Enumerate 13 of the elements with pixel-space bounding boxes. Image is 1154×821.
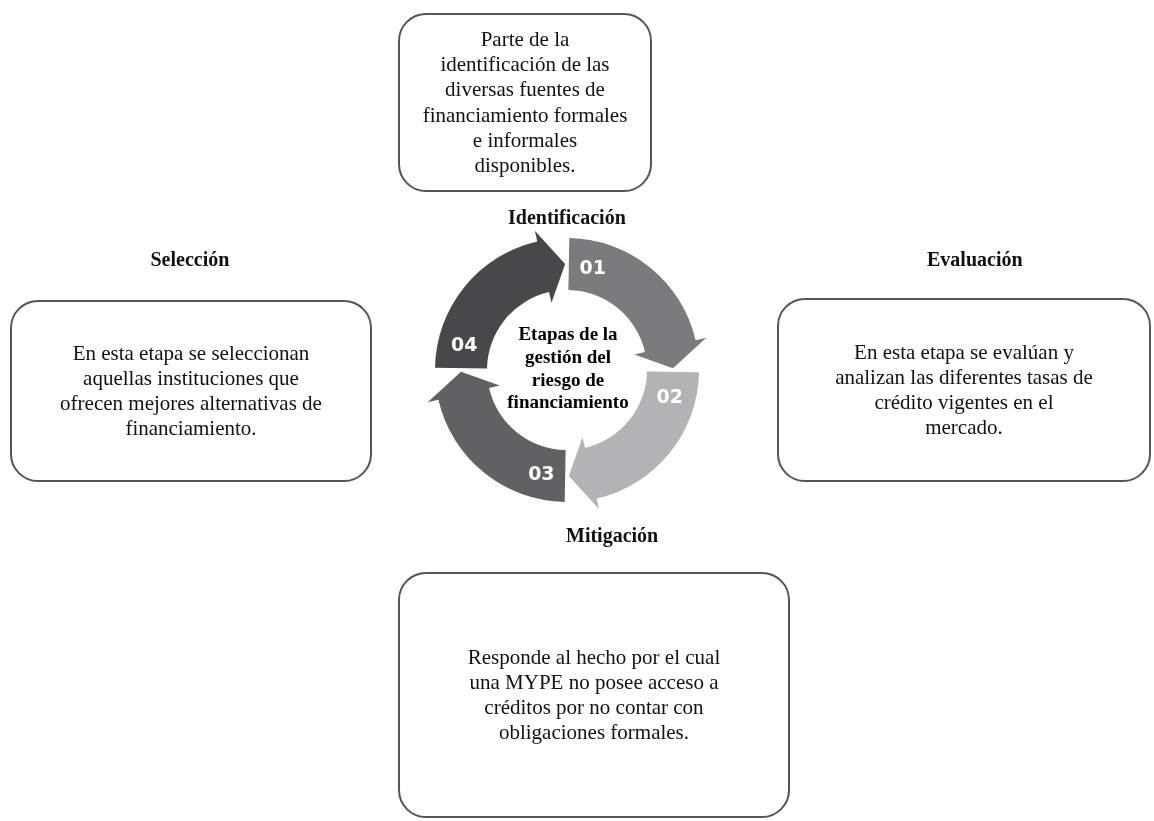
text-box: Parte de la identificación de las diversas fuentes de financiamiento formales e informales disponibles. <box>398 13 652 192</box>
stage-heading: Evaluación <box>927 248 1023 271</box>
text-box: En esta etapa se seleccionan aquellas instituciones que ofrecen mejores alternativas de financiamiento. <box>10 300 372 482</box>
text-box: En esta etapa se evalúan y analizan las diferentes tasas de crédito vigentes en el mercado. <box>777 298 1151 482</box>
step-number: 01 <box>579 256 606 279</box>
stage-heading: Identificación <box>508 206 626 229</box>
step-number: 02 <box>656 384 684 407</box>
text-box: Responde al hecho por el cual una MYPE no posee acceso a créditos por no contar con obligaciones formales. <box>398 572 790 818</box>
center-title: Etapas de la gestión del riesgo de financiamiento <box>506 323 630 415</box>
step-number: 03 <box>528 461 555 484</box>
stage-heading: Selección <box>150 248 230 271</box>
stage-heading: Mitigación <box>566 524 659 547</box>
step-number: 04 <box>450 333 478 356</box>
